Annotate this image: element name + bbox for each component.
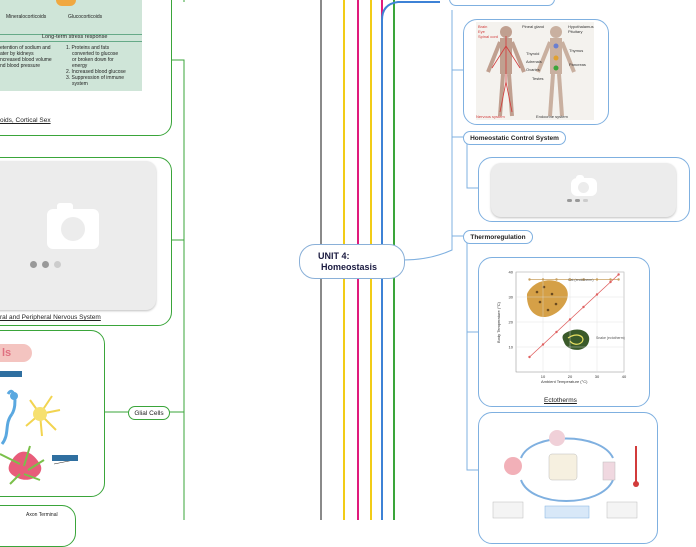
glucocorticoids-label: Glucocorticoids: [68, 14, 103, 20]
endocrine-nervous-image: Brain Eye Spinal cord Pineal gland Hypot…: [476, 22, 594, 120]
glial-cells-node[interactable]: Glial Cells: [128, 406, 170, 420]
feedback-loop-diagram: [492, 430, 639, 519]
ecto-series-snake-label: Snake (ectotherm): [596, 336, 625, 340]
y-tick-label: 10: [509, 345, 514, 350]
stress-title: Long-term stress response: [42, 34, 108, 40]
body-diagram: [486, 26, 576, 117]
ectotherms-label[interactable]: Ectotherms: [544, 397, 577, 404]
y-tick-label: 30: [509, 295, 514, 300]
data-point: [595, 293, 599, 296]
pineal-label: Pineal gland: [522, 24, 545, 29]
series-line-1: [529, 274, 619, 358]
thermoregulation-node[interactable]: Thermoregulation: [463, 230, 533, 244]
data-point: [617, 278, 620, 281]
endocrine-system-caption: Endocrine system: [536, 114, 568, 119]
data-point: [555, 330, 558, 334]
stress-left-text: etention of sodium and ater by kidneys n…: [0, 45, 52, 69]
gland-labels: Thyroid Adrenals Ovaries: [526, 51, 542, 72]
thymus-pancreas-labels: Thymus Pancreas: [569, 48, 586, 67]
x-tick-label: 20: [568, 374, 573, 379]
ectotherms-chart-svg: 10 20 30 40 10 20 30 40: [509, 270, 627, 380]
data-point: [609, 280, 612, 284]
data-point: [568, 278, 572, 281]
image-placeholder: [491, 163, 676, 217]
glial-title: ls: [0, 344, 32, 362]
camera-icon: [570, 175, 597, 196]
nervous-labels: Brain Eye Spinal cord: [478, 24, 499, 39]
nervous-system-label[interactable]: ral and Peripheral Nervous System: [0, 314, 101, 321]
top-partial-node[interactable]: [449, 0, 555, 6]
data-point: [617, 273, 620, 276]
data-point: [595, 278, 599, 281]
data-point: [568, 318, 572, 321]
stress-response-image: Mineralocorticoids Glucocorticoids Long-…: [0, 0, 142, 91]
stress-right-text: 1. Proteins and fats converted to glucos…: [66, 45, 126, 87]
data-point: [582, 278, 585, 281]
mineralocorticoids-label: Mineralocorticoids: [6, 14, 47, 20]
cortical-sex-label[interactable]: oids, Cortical Sex: [0, 117, 51, 124]
data-point: [541, 278, 545, 281]
data-point: [582, 305, 585, 309]
testes-label: Testes: [532, 76, 544, 81]
glial-cells-illustration: [0, 390, 75, 485]
data-point: [528, 278, 531, 281]
ecto-series-cat-label: Cat (endotherm): [568, 278, 594, 282]
label-tag: [0, 371, 22, 377]
astrocyte-tag: [52, 455, 78, 461]
data-point: [541, 343, 545, 346]
nervous-system-caption: Nervous system: [476, 114, 505, 119]
carousel-dots: [567, 199, 588, 202]
image-placeholder: [0, 161, 156, 310]
y-tick-label: 40: [509, 270, 514, 275]
camera-icon: [47, 202, 99, 249]
x-tick-label: 40: [622, 374, 627, 379]
hypothalamus-labels: Hypothalamus Pituitary: [568, 24, 594, 34]
homeostatic-control-node[interactable]: Homeostatic Control System: [463, 131, 566, 145]
data-point: [609, 278, 612, 281]
central-topic[interactable]: UNIT 4: Homeostasis: [299, 244, 405, 279]
ecto-ylabel: Body Temperature (°C): [495, 302, 501, 343]
glial-cells-image: ls: [0, 340, 100, 490]
axon-terminal-label: Axon Terminal: [26, 512, 58, 518]
data-point: [555, 278, 558, 281]
data-point: [528, 355, 531, 359]
central-topic-line2: Homeostasis: [321, 262, 378, 272]
adrenal-gland-shape: [56, 0, 76, 6]
central-topic-line1: UNIT 4:: [318, 251, 350, 261]
ecto-xlabel: Ambient Temperature (°C): [541, 379, 588, 384]
y-tick-label: 20: [509, 320, 514, 325]
carousel-dots: [30, 261, 61, 268]
x-tick-label: 30: [595, 374, 600, 379]
thermoregulation-loop-image: [491, 418, 641, 520]
ectotherms-chart: 10 20 30 40 10 20 30 40 Ambient Temperature (°C…: [492, 264, 634, 392]
x-tick-label: 10: [541, 374, 546, 379]
